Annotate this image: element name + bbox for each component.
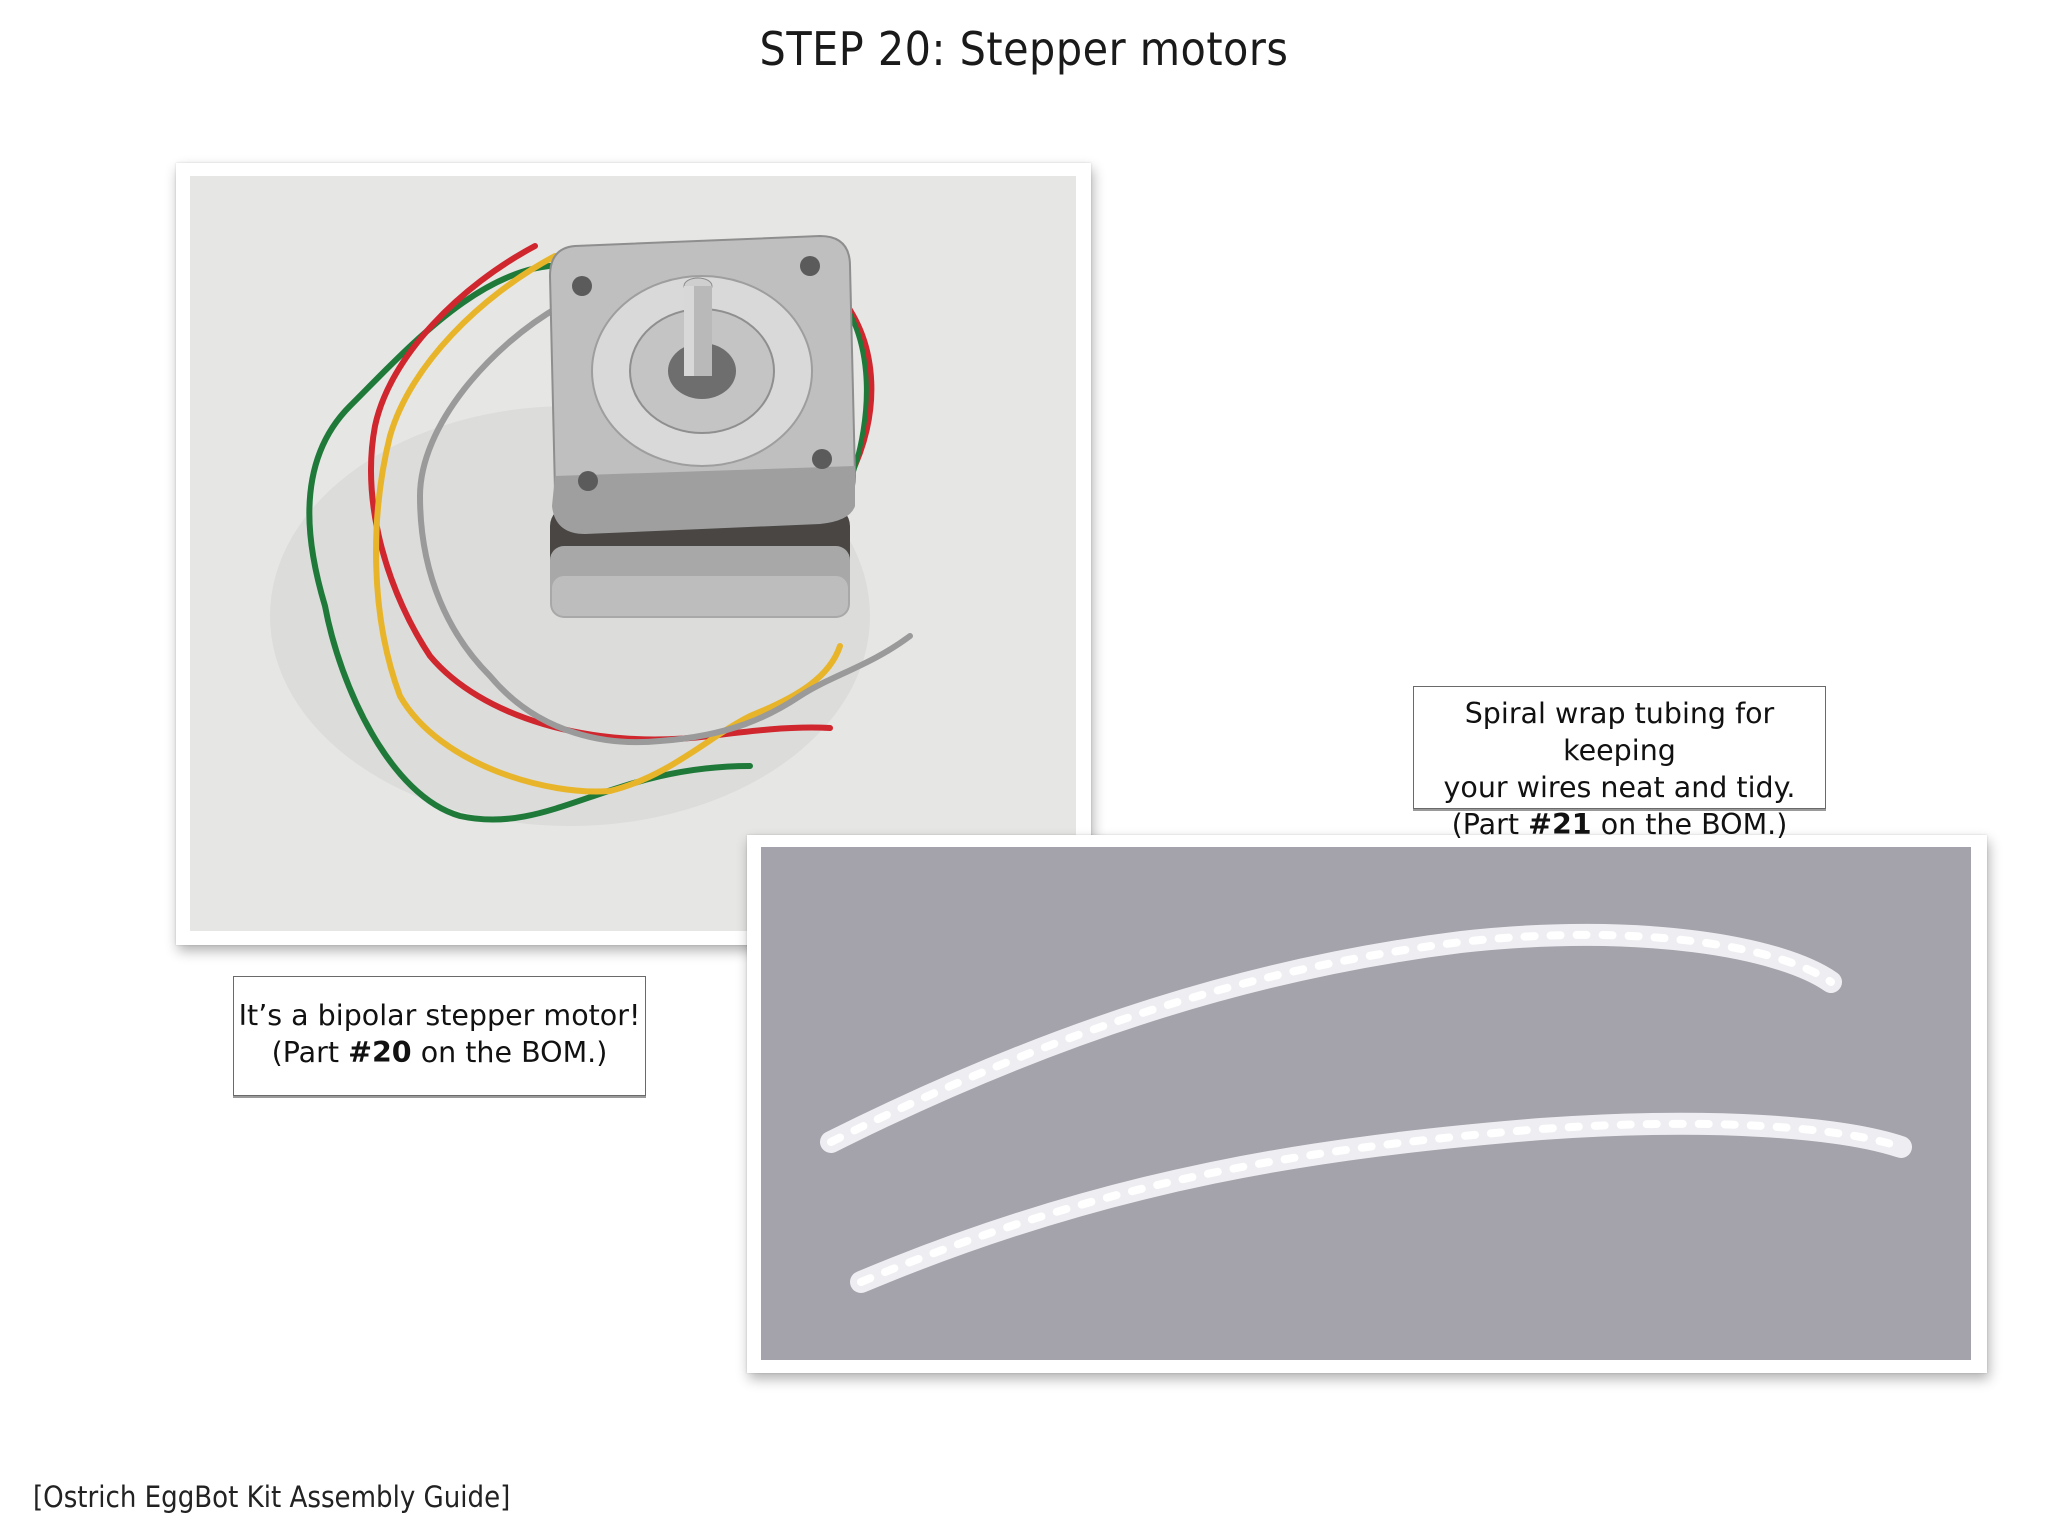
tubing-caption-line1: Spiral wrap tubing for keeping <box>1464 697 1775 767</box>
motor-caption-line1: It’s a bipolar stepper motor! <box>238 999 641 1032</box>
motor-caption: It’s a bipolar stepper motor! (Part #20 … <box>233 976 646 1096</box>
stepper-motor-photo <box>176 163 1091 945</box>
tubing-caption-line3-pre: (Part <box>1451 808 1529 841</box>
tubing-photo-background <box>761 847 1971 1360</box>
footer-guide-title: [Ostrich EggBot Kit Assembly Guide] <box>33 1480 511 1514</box>
tubing-caption-line3-post: on the BOM.) <box>1591 808 1788 841</box>
wire-gray <box>416 303 913 746</box>
motor-caption-line2: (Part #20 on the BOM.) <box>234 1034 645 1071</box>
spiral-tubing-photo <box>747 835 1987 1373</box>
tubing-part-number: #21 <box>1528 808 1592 841</box>
tubing-caption: Spiral wrap tubing for keeping your wire… <box>1413 686 1826 841</box>
page-title: STEP 20: Stepper motors <box>759 22 1289 76</box>
tubing-caption-line2: your wires neat and tidy. <box>1443 771 1796 804</box>
motor-caption-line2-pre: (Part <box>271 1036 349 1069</box>
motor-part-number: #20 <box>348 1036 412 1069</box>
motor-caption-line2-post: on the BOM.) <box>411 1036 608 1069</box>
stepper-motor-image <box>190 176 1076 931</box>
spiral-tubing-image <box>761 847 1971 1360</box>
tubing-caption-line3: (Part #21 on the BOM.) <box>1414 806 1825 843</box>
wire-yellow <box>373 253 843 795</box>
